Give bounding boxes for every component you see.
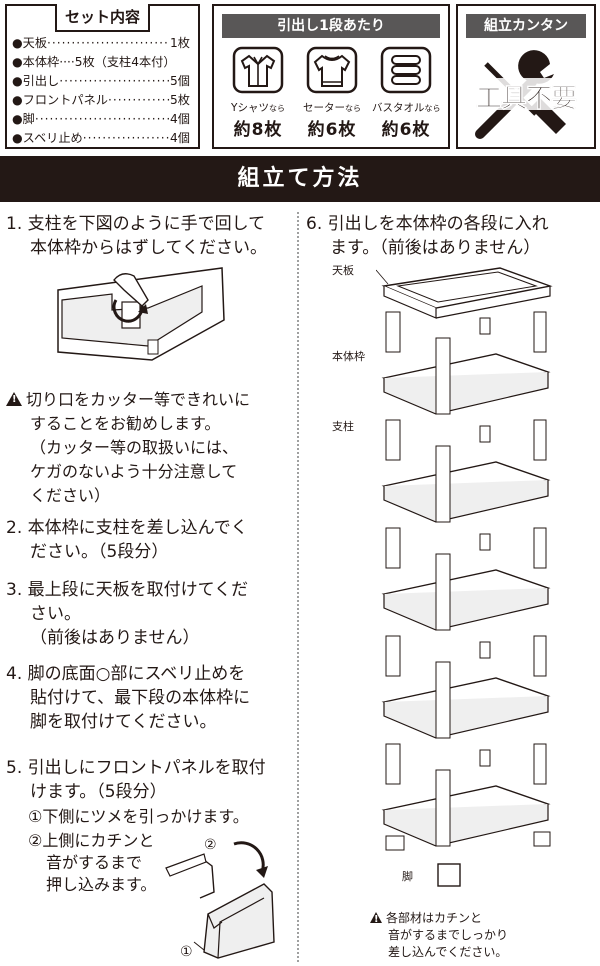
easy-assembly-box: 組立カンタン 工具不要	[456, 4, 596, 149]
capacity-sweater: セーターなら 約6枚	[298, 46, 366, 140]
list-item: ●スベリ止め··································…	[12, 131, 190, 145]
step-1-illustration	[57, 267, 225, 361]
step-1: 1. 支柱を下図のように手で回して 本体枠からはずしてください。	[6, 214, 267, 258]
step-5: 5. 引出しにフロントパネルを取付 けます。（5段分）	[6, 758, 266, 802]
sweater-icon	[306, 46, 358, 94]
frame-tier	[381, 311, 551, 415]
step-5-sub-2: ②上側にカチンと 音がするまで 押し込みます。	[28, 831, 157, 894]
column-divider	[297, 212, 299, 962]
warning-note-2: 各部材はカチンと 音がするまでしっかり 差し込んでください。	[370, 910, 508, 961]
step-3: 3. 最上段に天板を取付けてくだ さい。 （前後はありません）	[6, 580, 249, 648]
step-5-illustration	[165, 841, 275, 959]
list-item: ●引出し····································…	[12, 74, 190, 88]
per-drawer-title: 引出し1段あたり	[222, 14, 440, 38]
set-contents-box: セット内容 ●天板·······························…	[5, 4, 200, 149]
warning-icon	[6, 392, 22, 406]
per-drawer-box: 引出し1段あたり Yシャツなら 約8枚 セーターなら 約6枚 バスタオルなら 約…	[212, 4, 450, 149]
set-contents-list: ●天板·····································…	[12, 34, 190, 148]
step-6: 6. 引出しを本体枠の各段に入れ ます。（前後はありません）	[306, 214, 549, 258]
label-post: 支柱	[332, 420, 354, 433]
list-item: ●フロントパネル································…	[12, 93, 190, 107]
label-frame: 本体枠	[332, 350, 365, 363]
list-item: ●天板·····································…	[12, 36, 190, 50]
label-top-panel: 天板	[332, 264, 354, 277]
warning-note: 切り口をカッター等できれいに することをお勧めします。 （カッター等の取扱いには…	[6, 388, 250, 508]
list-item: ●脚······································…	[12, 112, 190, 126]
list-item: ●本体枠····5枚（支柱4本付）	[12, 55, 176, 69]
callout-2: ②	[204, 837, 217, 853]
set-contents-title: セット内容	[54, 4, 150, 32]
shirt-icon	[232, 46, 284, 94]
assembly-stack-illustration	[376, 267, 553, 887]
step-5-sub-1: ①下側にツメを引っかけます。	[28, 807, 249, 826]
capacity-shirt: Yシャツなら 約8枚	[224, 46, 292, 140]
towel-icon	[380, 46, 432, 94]
step-2: 2. 本体枠に支柱を差し込んでく ださい。（5段分）	[6, 518, 248, 562]
warning-icon	[370, 912, 382, 926]
tools-icon	[468, 50, 586, 139]
easy-assembly-title: 組立カンタン	[466, 14, 586, 38]
no-tools-badge: 工具不要	[475, 84, 578, 115]
label-leg: 脚	[402, 870, 413, 883]
step-4: 4. 脚の底面○部にスベリ止めを 貼付けて、最下段の本体枠に 脚を取付けてくださ…	[6, 664, 251, 732]
leg-shape	[437, 863, 461, 887]
callout-1: ①	[180, 944, 193, 960]
page-title: 組立て方法	[0, 156, 600, 202]
capacity-towel: バスタオルなら 約6枚	[372, 46, 441, 140]
